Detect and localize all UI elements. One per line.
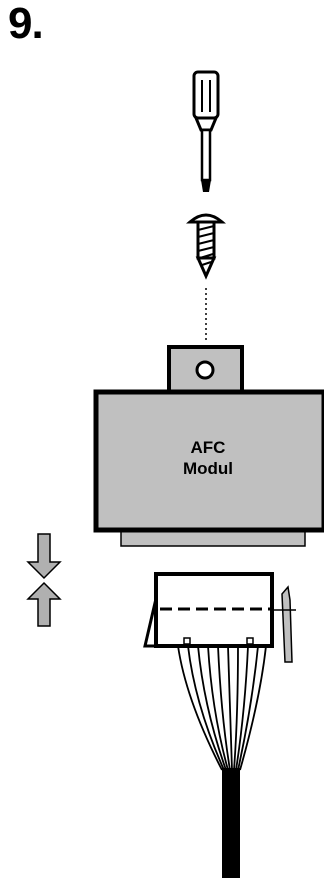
press-together-arrows-icon: [26, 533, 62, 627]
step-number: 9.: [8, 0, 44, 48]
module-label-line1: AFC: [191, 438, 226, 457]
afc-module: AFC Modul: [93, 389, 324, 547]
mounting-tab-icon: [167, 345, 244, 397]
cable-bundle-icon: [177, 645, 267, 878]
screw-icon: [186, 213, 226, 280]
module-label-line2: Modul: [183, 459, 233, 478]
screwdriver-icon: [192, 70, 220, 192]
connector-plug-icon: [143, 572, 296, 663]
